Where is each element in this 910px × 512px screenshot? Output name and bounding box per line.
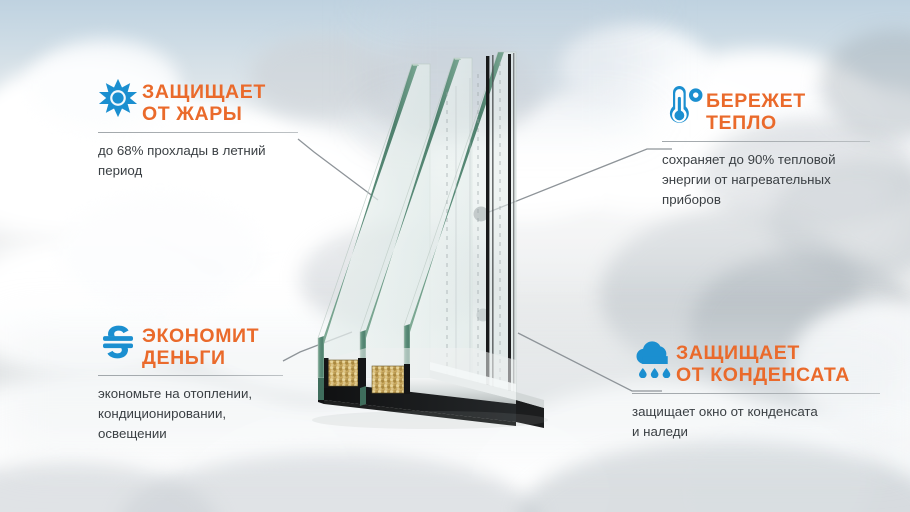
thermometer-icon <box>662 86 706 132</box>
bottom-spacer-assembly <box>318 348 544 428</box>
desiccant-chamber-2 <box>372 366 404 393</box>
feature-callout-warmth: БЕРЕЖЕТ ТЕПЛО сохраняет до 90% тепловой … <box>662 86 870 209</box>
feature-heading: ЗАЩИЩАЕТ ОТ ЖАРЫ <box>142 81 266 126</box>
feature-heading: ЭКОНОМИТ ДЕНЬГИ <box>142 325 260 370</box>
spacer-dash-lines <box>446 62 501 392</box>
divider-rule <box>98 132 298 134</box>
feature-body: защищает окно от конденсата и наледи <box>632 404 818 440</box>
sun-icon <box>98 78 142 124</box>
feature-body: сохраняет до 90% тепловой энергии от наг… <box>662 152 836 207</box>
divider-rule <box>662 141 870 143</box>
rear-edge-seal-1 <box>486 56 490 388</box>
feature-callout-condensation: ЗАЩИЩАЕТ ОТ КОНДЕНСАТА защищает окно от … <box>632 338 880 442</box>
rear-edge-seal-2 <box>508 54 511 392</box>
feature-callout-heat: ЗАЩИЩАЕТ ОТ ЖАРЫ до 68% прохлады в летни… <box>98 78 298 181</box>
feature-body: до 68% прохлады в летний период <box>98 143 266 179</box>
feature-callout-money: ЭКОНОМИТ ДЕНЬГИ экономьте на отоплении, … <box>98 322 283 443</box>
rain-cloud-icon <box>632 338 676 384</box>
feature-heading: ЗАЩИЩАЕТ ОТ КОНДЕНСАТА <box>676 342 850 387</box>
feature-heading: БЕРЕЖЕТ ТЕПЛО <box>706 90 806 135</box>
feature-body: экономьте на отоплении, кондиционировани… <box>98 386 253 441</box>
divider-rule <box>632 393 880 395</box>
desiccant-chamber-1 <box>328 360 358 386</box>
triple-glazed-unit-graphic <box>312 51 548 429</box>
divider-rule <box>98 375 283 377</box>
hryvnia-currency-icon <box>98 322 142 368</box>
